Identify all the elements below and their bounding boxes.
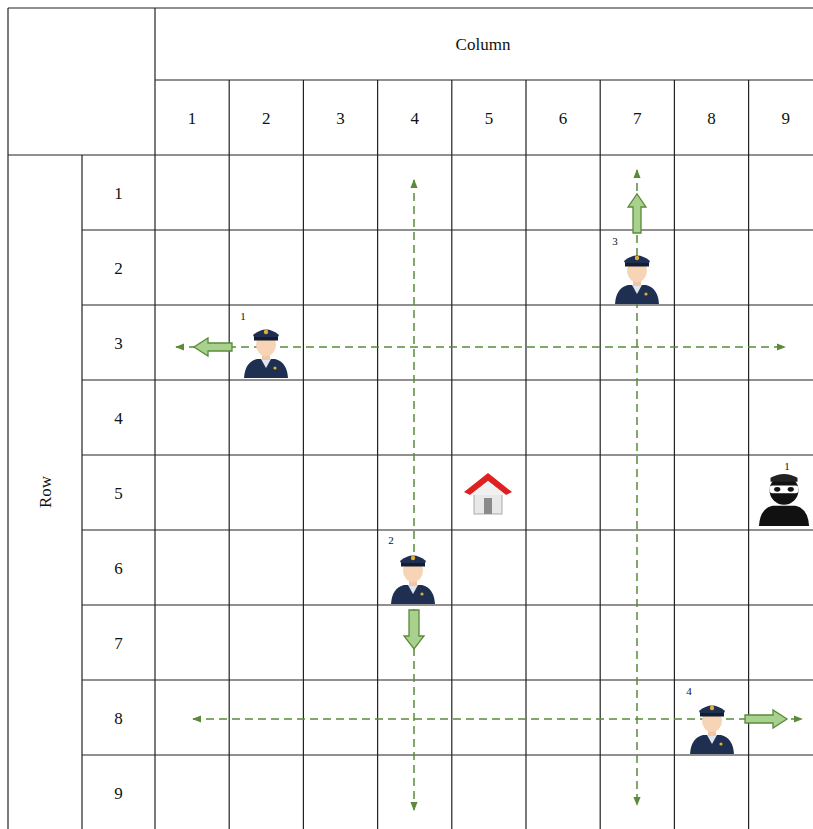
row-number: 5 — [114, 484, 123, 501]
row-number: 4 — [114, 409, 123, 426]
column-number: 6 — [559, 110, 568, 127]
row-number: 9 — [114, 784, 123, 801]
callout-number: 2 — [388, 535, 394, 546]
row-number: 7 — [114, 634, 123, 651]
column-number: 3 — [336, 110, 345, 127]
column-number: 4 — [410, 110, 419, 127]
column-number: 9 — [781, 110, 790, 127]
row-number: 8 — [114, 709, 123, 726]
row-number: 1 — [114, 184, 123, 201]
column-number: 8 — [707, 110, 716, 127]
column-number: 1 — [188, 110, 197, 127]
column-title: Column — [456, 36, 511, 53]
column-number: 7 — [633, 110, 642, 127]
callout-number: 1 — [240, 311, 246, 322]
column-number: 2 — [262, 110, 271, 127]
column-number: 5 — [485, 110, 494, 127]
callout-number: 4 — [686, 686, 692, 697]
callout-number: 1 — [784, 461, 790, 472]
row-title: Row — [37, 476, 54, 508]
callout-number: 3 — [612, 236, 618, 247]
row-number: 6 — [114, 559, 123, 576]
row-number: 2 — [114, 259, 123, 276]
row-number: 3 — [114, 334, 123, 351]
